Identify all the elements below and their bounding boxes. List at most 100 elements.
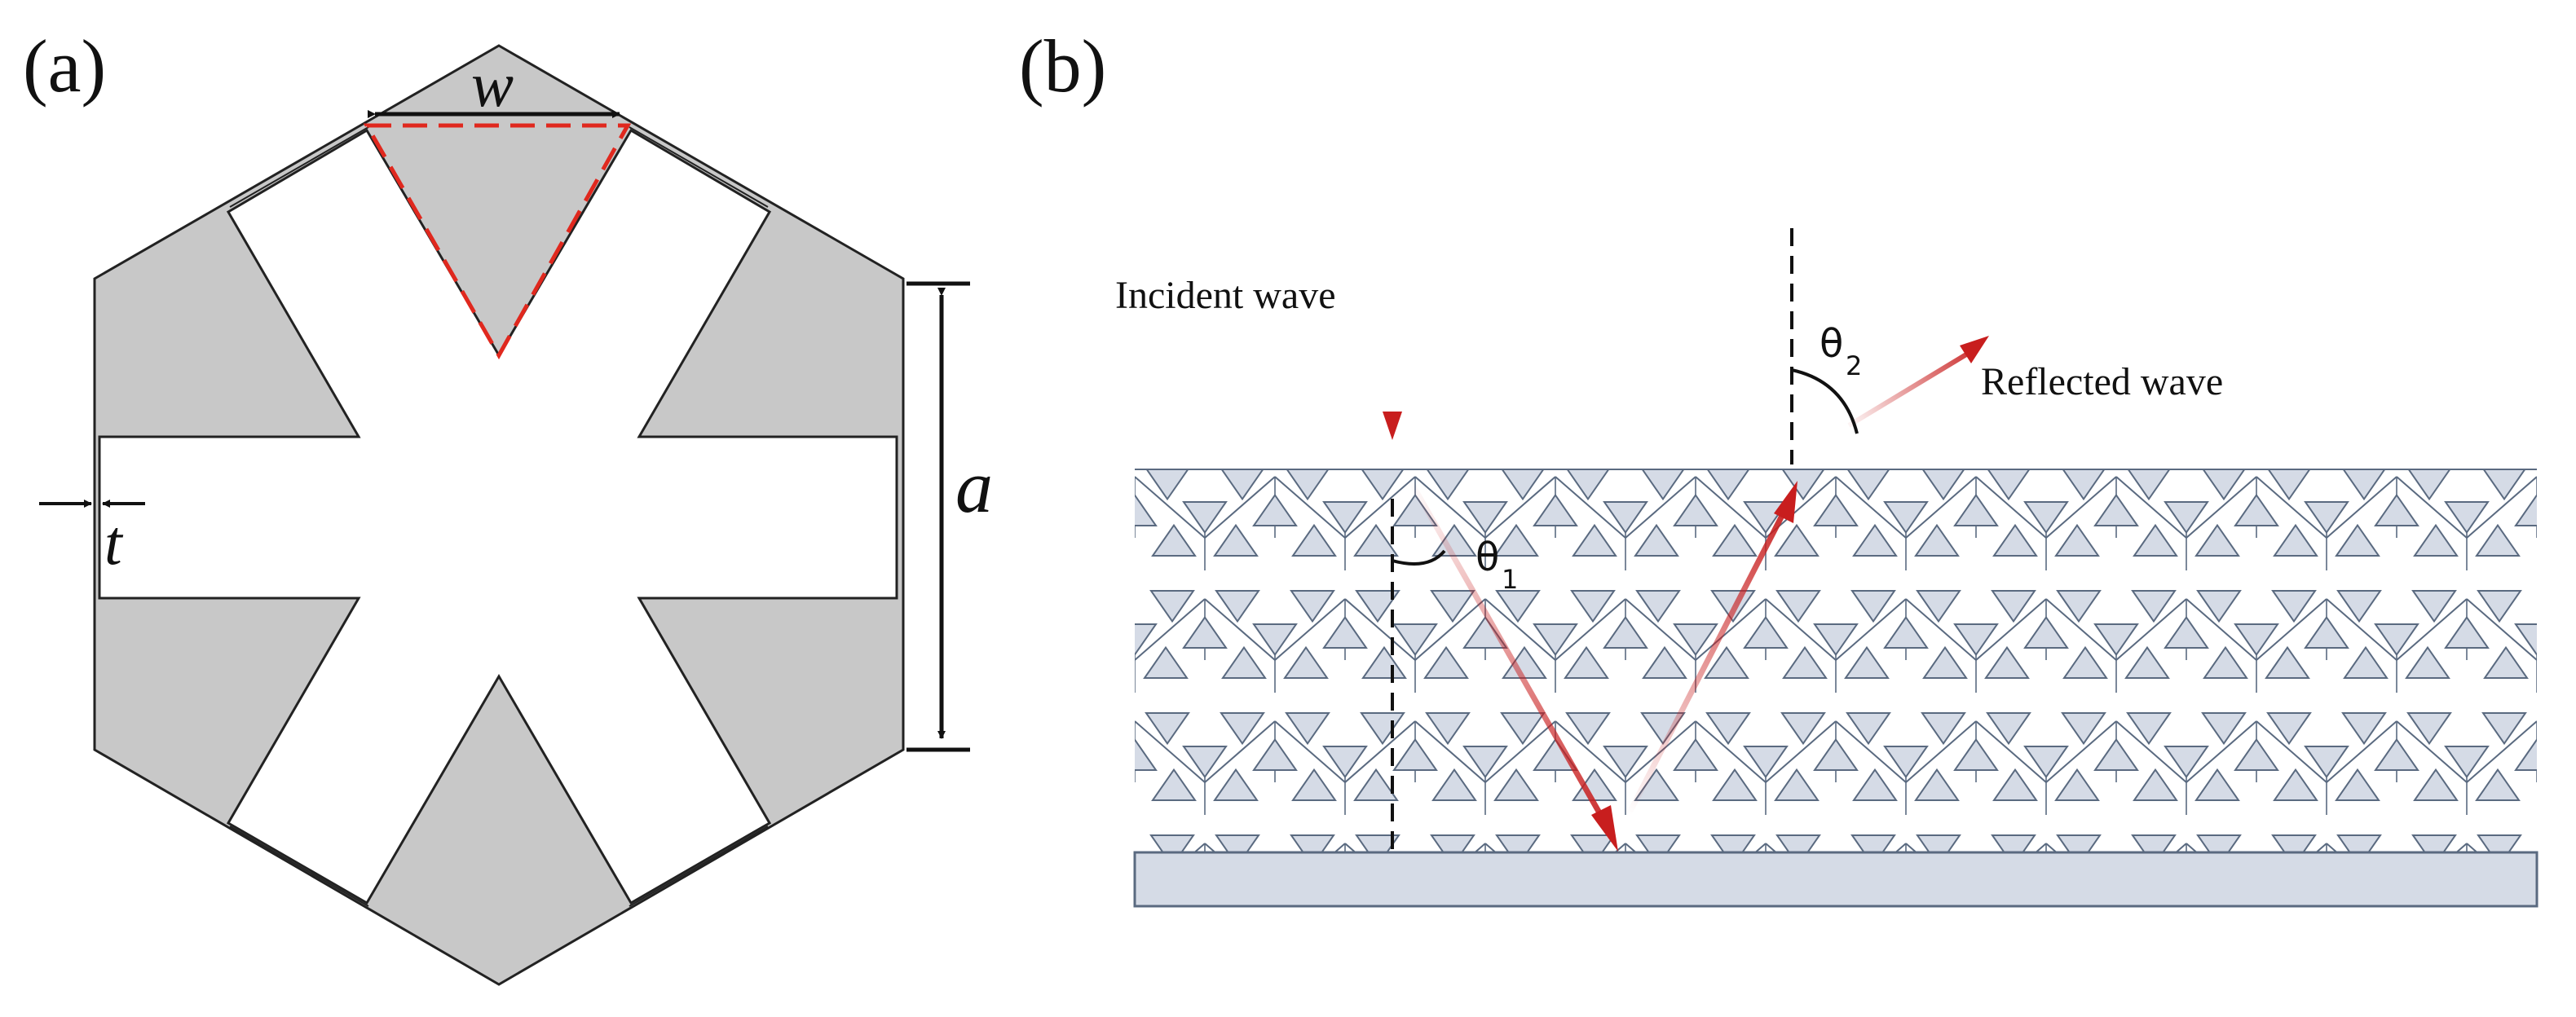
lattice-triangle — [1813, 623, 1859, 657]
lattice-triangle — [2341, 711, 2387, 746]
lattice-link — [1905, 476, 1977, 539]
lattice-triangle — [1635, 589, 1681, 623]
lattice-triangle — [1083, 892, 1125, 922]
lattice-triangle — [1992, 523, 2038, 557]
lattice-triangle — [2482, 469, 2526, 501]
lattice-triangle — [1673, 493, 1718, 527]
lattice-triangle — [1846, 469, 1890, 501]
lattice-triangle — [1220, 711, 1265, 746]
lattice-triangle — [2164, 615, 2209, 649]
lattice-triangle — [2266, 711, 2312, 746]
lattice-triangle — [2553, 591, 2576, 621]
lattice-triangle — [1953, 493, 1999, 527]
lattice-link — [1975, 720, 2047, 783]
lattice-link — [1765, 720, 1837, 783]
lattice-triangle — [1991, 589, 2036, 623]
lattice-triangle — [2342, 469, 2386, 501]
lattice-triangle — [1813, 493, 1859, 527]
lattice-link — [1695, 720, 1767, 783]
lattice-triangle — [1533, 493, 1578, 527]
lattice-triangle — [2234, 623, 2279, 657]
lattice-triangle — [1501, 469, 1545, 501]
lattice-triangle — [1743, 500, 1789, 535]
lattice-link — [1625, 598, 1696, 661]
lattice-triangle — [1641, 469, 1685, 501]
lattice-triangle — [1710, 834, 1756, 854]
lattice-triangle — [1285, 711, 1330, 746]
lattice-triangle — [1135, 493, 1158, 527]
lattice-link — [1975, 476, 2047, 539]
t-label: t — [104, 507, 124, 578]
lattice-link — [1835, 598, 1907, 661]
lattice-triangle — [2477, 589, 2522, 623]
lattice-triangle — [2023, 745, 2069, 779]
lattice-triangle — [1914, 768, 1960, 802]
lattice-triangle — [2411, 589, 2457, 623]
lattice-triangle — [1603, 745, 1648, 779]
lattice-link — [1065, 843, 1135, 905]
lattice-triangle — [1145, 469, 1189, 501]
reflected-wave-label: Reflected wave — [1981, 360, 2223, 403]
lattice-triangle — [1533, 623, 1578, 657]
lattice-triangle — [2265, 645, 2310, 680]
lattice-triangle — [1673, 623, 1718, 657]
lattice-link — [1905, 598, 1977, 661]
lattice-triangle — [2336, 834, 2382, 854]
lattice-triangle — [2343, 645, 2389, 680]
lattice-triangle — [2273, 768, 2318, 802]
panel-b-label: (b) — [1019, 24, 1106, 108]
lattice-link — [2256, 598, 2327, 661]
lattice-triangle — [2127, 469, 2171, 501]
lattice-triangle — [1883, 745, 1929, 779]
lattice-triangle — [1213, 768, 1259, 802]
lattice-triangle — [2234, 737, 2279, 772]
lattice-triangle — [1782, 645, 1828, 680]
lattice-triangle — [1430, 834, 1475, 854]
lattice-triangle — [1712, 768, 1758, 802]
lattice-link — [1414, 598, 1486, 661]
lattice-triangle — [1922, 645, 1968, 680]
reflected-arrow — [1847, 336, 1989, 428]
lattice-triangle — [2407, 469, 2451, 501]
lattice-link — [1765, 598, 1837, 661]
theta2-symbol: θ — [1820, 321, 1843, 367]
lattice-triangle — [2164, 500, 2209, 535]
lattice-triangle — [1083, 648, 1125, 678]
lattice-triangle — [1992, 768, 2038, 802]
lattice-link — [2536, 477, 2537, 478]
lattice-triangle — [2196, 834, 2242, 854]
lattice-link — [1484, 476, 1556, 539]
lattice-triangle — [1322, 500, 1368, 535]
lattice-triangle — [2133, 768, 2178, 802]
lattice-link — [2326, 598, 2397, 661]
lattice-link — [2115, 720, 2187, 783]
theta2-arc — [1791, 368, 1859, 434]
lattice-link — [1414, 720, 1486, 783]
lattice-triangle — [1392, 623, 1438, 657]
lattice-triangle — [2335, 768, 2380, 802]
lattice-triangle — [2444, 615, 2490, 649]
lattice-triangle — [2164, 745, 2209, 779]
lattice-link — [2256, 476, 2327, 539]
panel-a-label: (a) — [23, 24, 106, 108]
lattice-link — [1975, 598, 2047, 661]
lattice-link — [1204, 598, 1276, 661]
lattice-triangle — [2514, 493, 2537, 527]
lattice-triangle — [2023, 500, 2069, 535]
lattice-triangle — [2475, 523, 2521, 557]
lattice-triangle — [1135, 737, 1158, 772]
lattice-triangle — [1991, 834, 2036, 854]
lattice-triangle — [1984, 645, 2030, 680]
lattice-triangle — [1780, 711, 1826, 746]
lattice-link — [1135, 598, 1206, 661]
lattice-triangle — [1425, 711, 1471, 746]
lattice-triangle — [2483, 645, 2529, 680]
lattice-link — [2537, 843, 2576, 905]
upward-arrow — [1623, 481, 1797, 821]
lattice-triangle — [1392, 737, 1438, 772]
lattice-triangle — [2271, 834, 2317, 854]
lattice-triangle — [1252, 493, 1298, 527]
lattice-triangle — [1603, 615, 1648, 649]
lattice-triangle — [1495, 834, 1541, 854]
lattice-triangle — [1813, 737, 1859, 772]
